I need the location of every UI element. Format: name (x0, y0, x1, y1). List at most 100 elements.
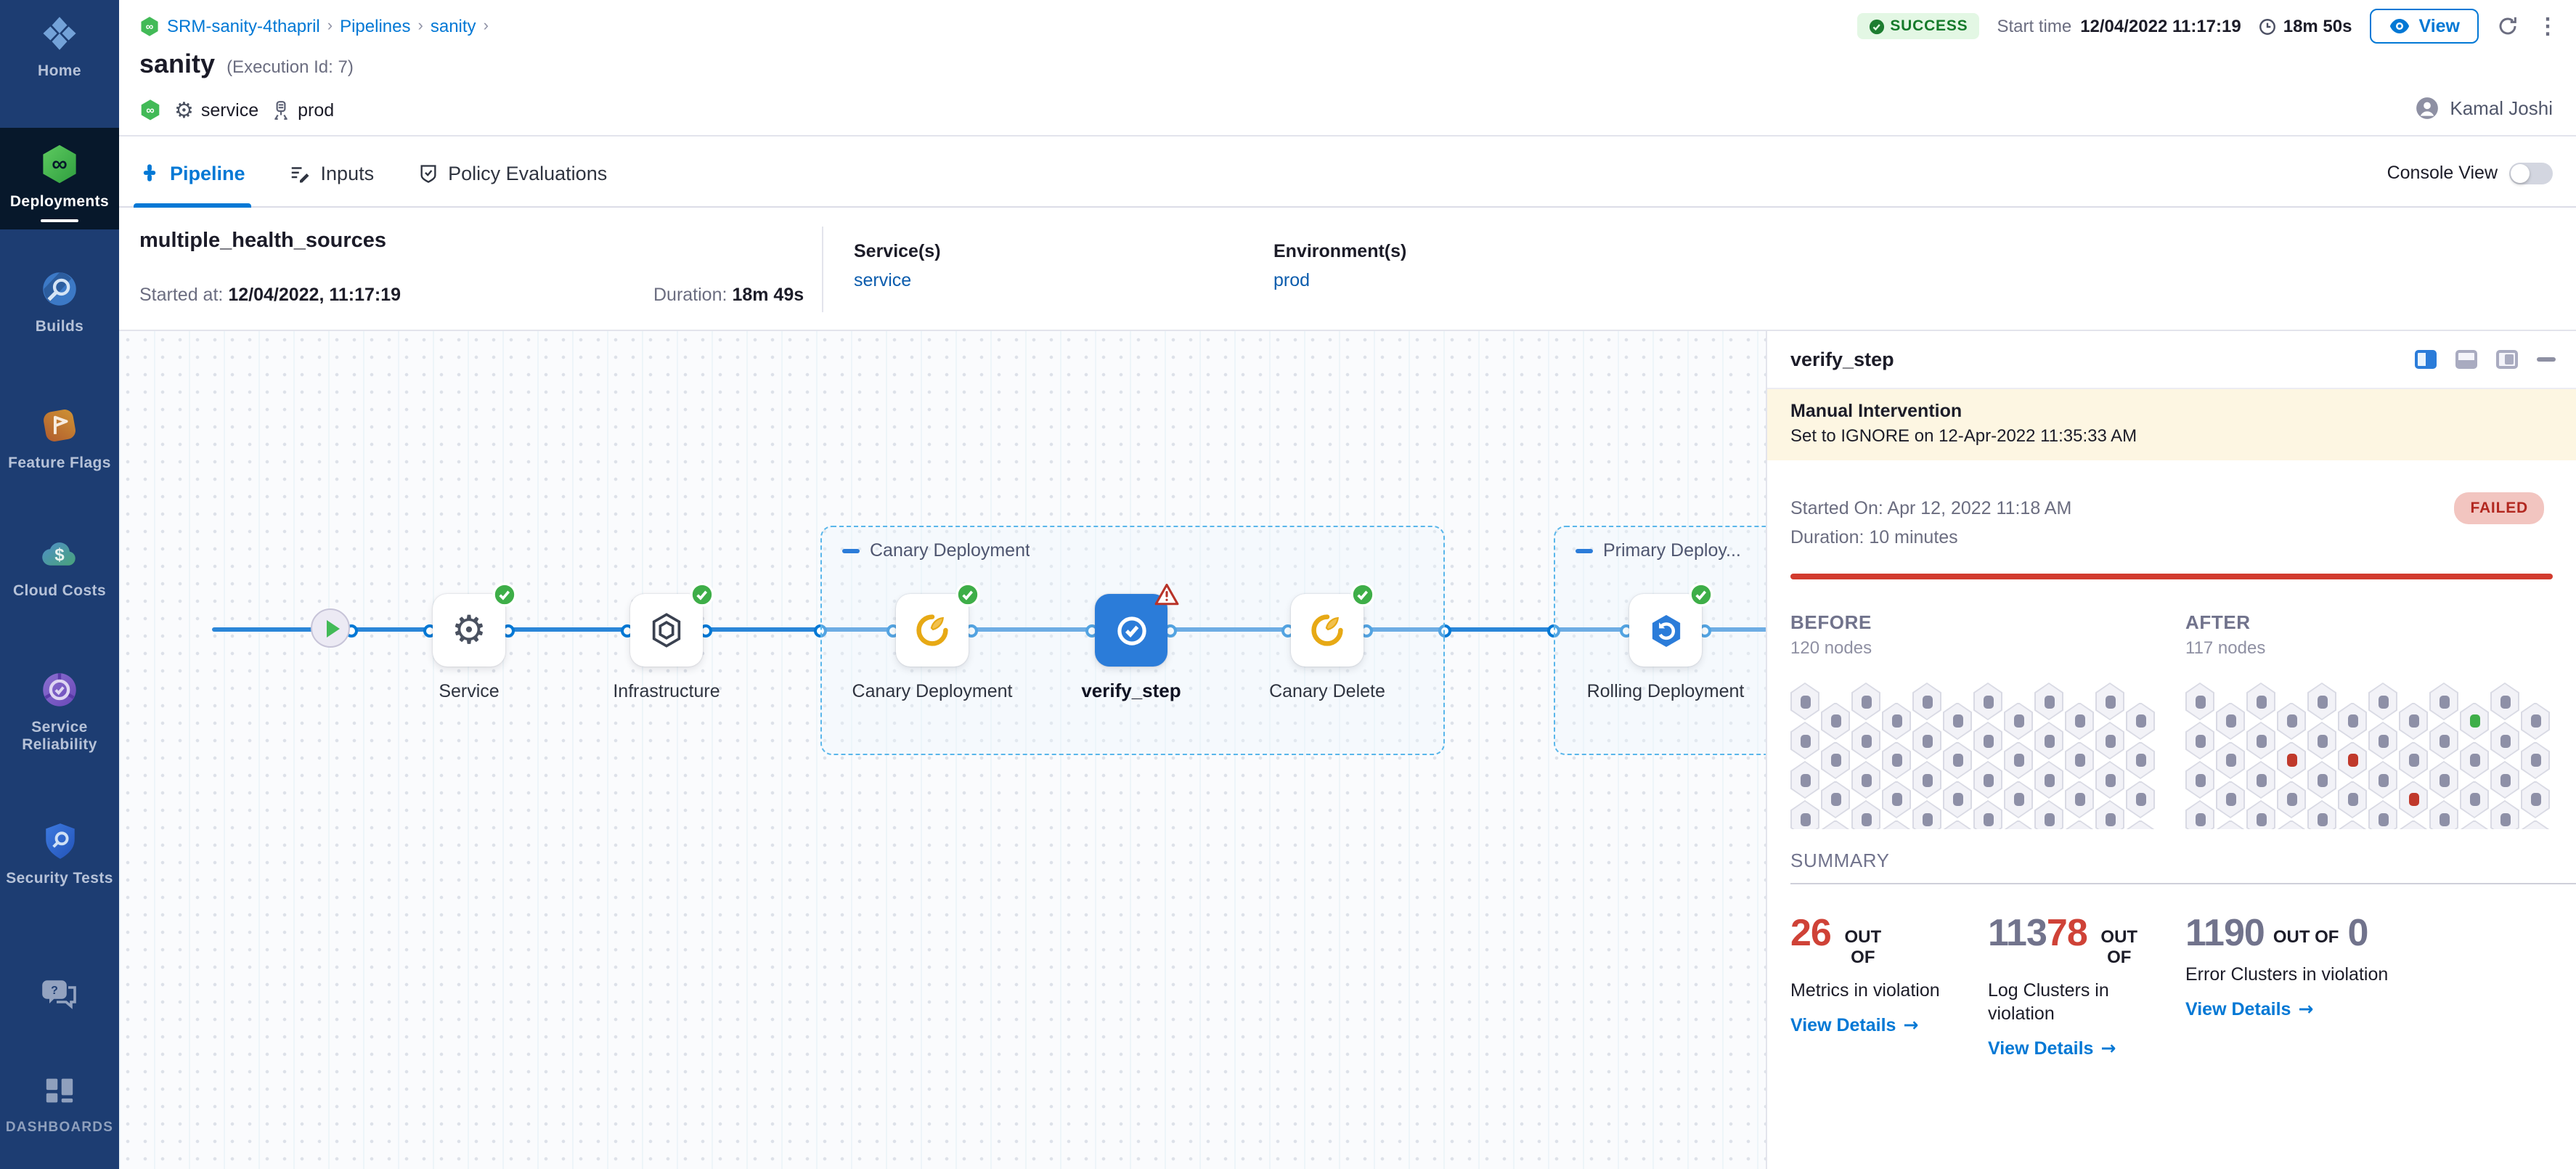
node-hex[interactable] (2185, 800, 2214, 829)
node-hex[interactable] (2095, 761, 2124, 799)
node-hex[interactable] (2246, 722, 2275, 759)
node-hex[interactable] (2216, 702, 2245, 740)
node-hex[interactable] (2216, 741, 2245, 779)
before-hex-grid[interactable] (1790, 683, 2156, 829)
node-hex[interactable] (1882, 741, 1911, 779)
node-hex[interactable] (2185, 683, 2214, 720)
node-hex[interactable] (1790, 800, 1819, 829)
node-hex[interactable] (2368, 683, 2397, 720)
tab-pipeline[interactable]: Pipeline (134, 138, 251, 208)
node-hex[interactable] (2126, 741, 2155, 779)
node-hex[interactable] (2246, 800, 2275, 829)
node-hex[interactable] (2399, 781, 2428, 818)
environments-value[interactable]: prod (1273, 270, 1311, 290)
node-hex[interactable] (2095, 722, 2124, 759)
node-hex[interactable] (2521, 820, 2550, 829)
environment-chip[interactable]: prod (272, 100, 334, 121)
node-hex[interactable] (2429, 761, 2458, 799)
node-hex[interactable] (2368, 800, 2397, 829)
node-hex[interactable] (2004, 741, 2033, 779)
node-hex[interactable] (1851, 800, 1880, 829)
node-hex[interactable] (2399, 820, 2428, 829)
node-hex[interactable] (1790, 722, 1819, 759)
node-hex[interactable] (1912, 800, 1941, 829)
pipeline-start-node[interactable] (311, 608, 350, 648)
node-hex[interactable] (2429, 722, 2458, 759)
node-hex[interactable] (2246, 683, 2275, 720)
node-hex[interactable] (2368, 761, 2397, 799)
sidebar-item-home[interactable]: Home (0, 15, 119, 80)
node-hex[interactable] (2185, 722, 2214, 759)
sidebar-item-cloud-costs[interactable]: $Cloud Costs (0, 534, 119, 600)
node-hex[interactable] (1973, 761, 2002, 799)
node-hex[interactable] (2338, 741, 2367, 779)
node-hex[interactable] (2399, 741, 2428, 779)
node-hex[interactable] (2034, 722, 2063, 759)
node-hex[interactable] (2277, 781, 2306, 818)
node-hex[interactable] (2460, 741, 2489, 779)
node-hex[interactable] (1790, 761, 1819, 799)
node-hex[interactable] (2460, 702, 2489, 740)
view-button[interactable]: View (2369, 9, 2479, 44)
node-hex[interactable] (2521, 741, 2550, 779)
node-hex[interactable] (1821, 741, 1850, 779)
node-hex[interactable] (2277, 820, 2306, 829)
user-row[interactable]: Kamal Joshi (2415, 96, 2553, 121)
node-hex[interactable] (2460, 781, 2489, 818)
sidebar-item-builds[interactable]: Builds (0, 270, 119, 335)
node-hex[interactable] (2095, 800, 2124, 829)
node-hex[interactable] (2521, 702, 2550, 740)
pipeline-canvas[interactable]: Canary Deployment Primary Deploy... ⚙ Se… (119, 331, 1766, 1169)
service-chip[interactable]: ⚙ service (174, 99, 258, 121)
node-canary-delete[interactable] (1291, 582, 1375, 667)
sidebar-item-deployments[interactable]: ∞Deployments (0, 128, 119, 229)
node-hex[interactable] (2277, 741, 2306, 779)
node-hex[interactable] (2034, 800, 2063, 829)
node-hex[interactable] (1882, 702, 1911, 740)
node-hex[interactable] (2490, 761, 2519, 799)
node-hex[interactable] (1943, 820, 1972, 829)
node-hex[interactable] (1943, 741, 1972, 779)
node-hex[interactable] (2065, 741, 2094, 779)
node-hex[interactable] (1851, 722, 1880, 759)
node-hex[interactable] (2490, 800, 2519, 829)
node-hex[interactable] (1973, 683, 2002, 720)
node-hex[interactable] (2004, 702, 2033, 740)
node-hex[interactable] (2307, 722, 2336, 759)
view-details-link[interactable]: View Details → (1790, 1014, 1919, 1035)
node-hex[interactable] (2338, 781, 2367, 818)
node-hex[interactable] (1973, 800, 2002, 829)
node-hex[interactable] (1882, 781, 1911, 818)
node-hex[interactable] (2095, 683, 2124, 720)
node-hex[interactable] (2004, 781, 2033, 818)
layout-bottom-button[interactable] (2455, 350, 2477, 369)
breadcrumb-link[interactable]: SRM-sanity-4thapril (167, 16, 320, 36)
node-hex[interactable] (2065, 702, 2094, 740)
node-hex[interactable] (2126, 820, 2155, 829)
node-hex[interactable] (2246, 761, 2275, 799)
node-hex[interactable] (1851, 683, 1880, 720)
node-hex[interactable] (2126, 702, 2155, 740)
console-view-toggle[interactable] (2509, 162, 2553, 184)
view-details-link[interactable]: View Details → (1988, 1037, 2116, 1059)
node-infrastructure[interactable] (630, 582, 714, 667)
refresh-button[interactable] (2496, 15, 2519, 38)
view-details-link[interactable]: View Details → (2185, 998, 2314, 1019)
services-value[interactable]: service (854, 270, 912, 290)
node-hex[interactable] (1912, 722, 1941, 759)
node-hex[interactable] (1821, 781, 1850, 818)
node-hex[interactable] (1973, 722, 2002, 759)
node-hex[interactable] (2521, 781, 2550, 818)
node-hex[interactable] (2490, 683, 2519, 720)
breadcrumb-link[interactable]: Pipelines (340, 16, 411, 36)
node-hex[interactable] (2399, 702, 2428, 740)
layout-split-right-button[interactable] (2415, 350, 2437, 369)
node-rolling-deployment[interactable] (1629, 582, 1713, 667)
sidebar-item-dashboards[interactable]: DASHBOARDS (0, 1072, 119, 1137)
node-hex[interactable] (1912, 761, 1941, 799)
node-hex[interactable] (1882, 820, 1911, 829)
node-hex[interactable] (2185, 761, 2214, 799)
node-hex[interactable] (2307, 800, 2336, 829)
collapse-panel-button[interactable] (2537, 357, 2556, 362)
sidebar-item-service-reliability[interactable]: Service Reliability (0, 671, 119, 754)
